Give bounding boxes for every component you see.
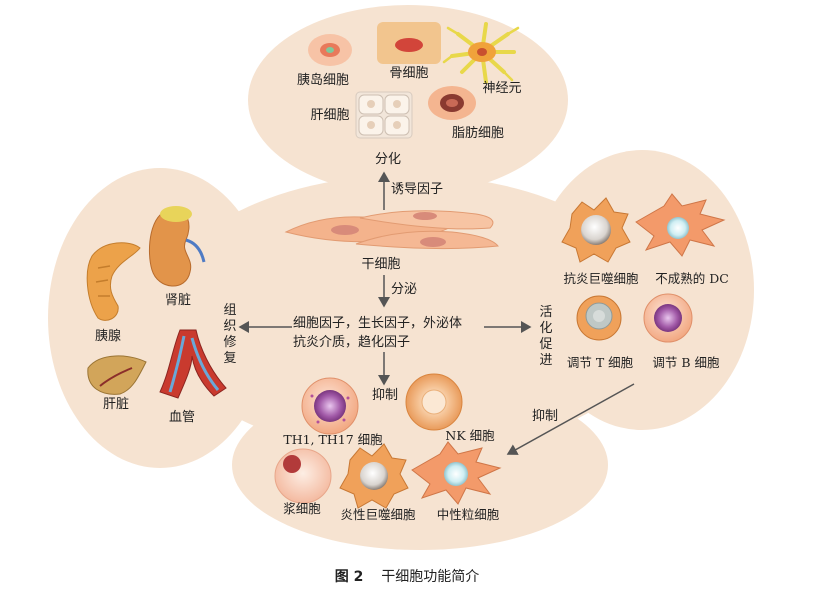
label-nk-cell: NK 细胞 — [445, 428, 495, 443]
tissue-repair-vertical-label: 组 织 修 复 — [223, 303, 236, 366]
figure-title: 干细胞功能简介 — [381, 569, 480, 585]
label-liver: 肝脏 — [103, 397, 129, 412]
label-regulatory-t-cell: 调节 T 细胞 — [567, 355, 634, 370]
th-cell-icon — [301, 377, 359, 435]
kidney-icon — [149, 206, 206, 287]
label-anti-inflammatory-macrophage: 抗炎巨噬细胞 — [563, 271, 639, 286]
liver-cell-icon — [355, 91, 413, 139]
label-inflammatory-macrophage: 炎性巨噬细胞 — [340, 507, 416, 522]
blood-vessel-icon — [159, 329, 227, 399]
label-inducing-factor: 诱导因子 — [391, 182, 443, 197]
label-plasma-cell: 浆细胞 — [283, 501, 321, 516]
label-th-cells: TH1, TH17 细胞 — [283, 432, 383, 447]
stem-cell-icon — [284, 210, 499, 250]
label-factors-line1: 细胞因子，生长因子，外泌体 — [293, 316, 462, 331]
label-blood-vessel: 血管 — [169, 410, 195, 425]
svg-text:促: 促 — [539, 337, 552, 352]
pancreatic-islet-cell-icon — [308, 34, 352, 66]
activate-promote-vertical-label: 活 化 促 进 — [539, 305, 552, 368]
neuron-icon — [442, 22, 520, 84]
label-neuron: 神经元 — [482, 81, 521, 96]
label-inhibit-right: 抑制 — [532, 409, 558, 424]
label-kidney: 肾脏 — [165, 293, 191, 308]
figure-number: 图 2 — [334, 569, 364, 585]
svg-text:修: 修 — [223, 335, 236, 350]
label-pancreatic-islet-cell: 胰岛细胞 — [297, 72, 349, 88]
immature-dc-icon — [635, 193, 726, 257]
fat-cell-icon — [428, 86, 476, 120]
label-immature-dc: 不成熟的 DC — [655, 271, 729, 286]
svg-text:进: 进 — [539, 353, 552, 368]
svg-text:组: 组 — [223, 303, 236, 318]
label-regulatory-b-cell: 调节 B 细胞 — [652, 355, 720, 370]
label-differentiation: 分化 — [375, 152, 401, 167]
svg-text:活: 活 — [539, 305, 552, 320]
figure-caption: 图 2 干细胞功能简介 — [0, 566, 814, 586]
regulatory-t-cell-icon — [576, 295, 622, 341]
svg-text:复: 复 — [223, 351, 236, 366]
label-bone-cell: 骨细胞 — [389, 66, 428, 81]
bone-cell-icon — [377, 22, 441, 64]
plasma-cell-icon — [274, 448, 332, 504]
nk-cell-icon — [405, 373, 463, 431]
label-pancreas: 胰腺 — [95, 329, 121, 344]
stem-cell-function-diagram: 胰岛细胞 骨细胞 神经元 肝细胞 脂肪细胞 分化 诱导因子 干细胞 分泌 细胞因… — [48, 5, 754, 550]
label-liver-cell: 肝细胞 — [310, 108, 349, 123]
inflammatory-macrophage-icon — [339, 443, 409, 509]
label-factors-line2: 抗炎介质，趋化因子 — [293, 335, 410, 350]
arrow-right-inhibit — [506, 383, 635, 455]
label-neutrophil: 中性粒细胞 — [437, 507, 500, 522]
neutrophil-icon — [411, 441, 502, 505]
svg-text:织: 织 — [223, 319, 236, 334]
regulatory-b-cell-icon — [643, 293, 693, 343]
svg-text:化: 化 — [539, 321, 552, 336]
label-secretion: 分泌 — [391, 282, 417, 297]
label-inhibit-bottom: 抑制 — [372, 388, 398, 403]
liver-icon — [87, 355, 147, 395]
pancreas-icon — [86, 242, 141, 321]
anti-inflammatory-macrophage-icon — [561, 197, 631, 263]
label-stem-cell: 干细胞 — [361, 257, 400, 272]
label-fat-cell: 脂肪细胞 — [452, 125, 504, 141]
